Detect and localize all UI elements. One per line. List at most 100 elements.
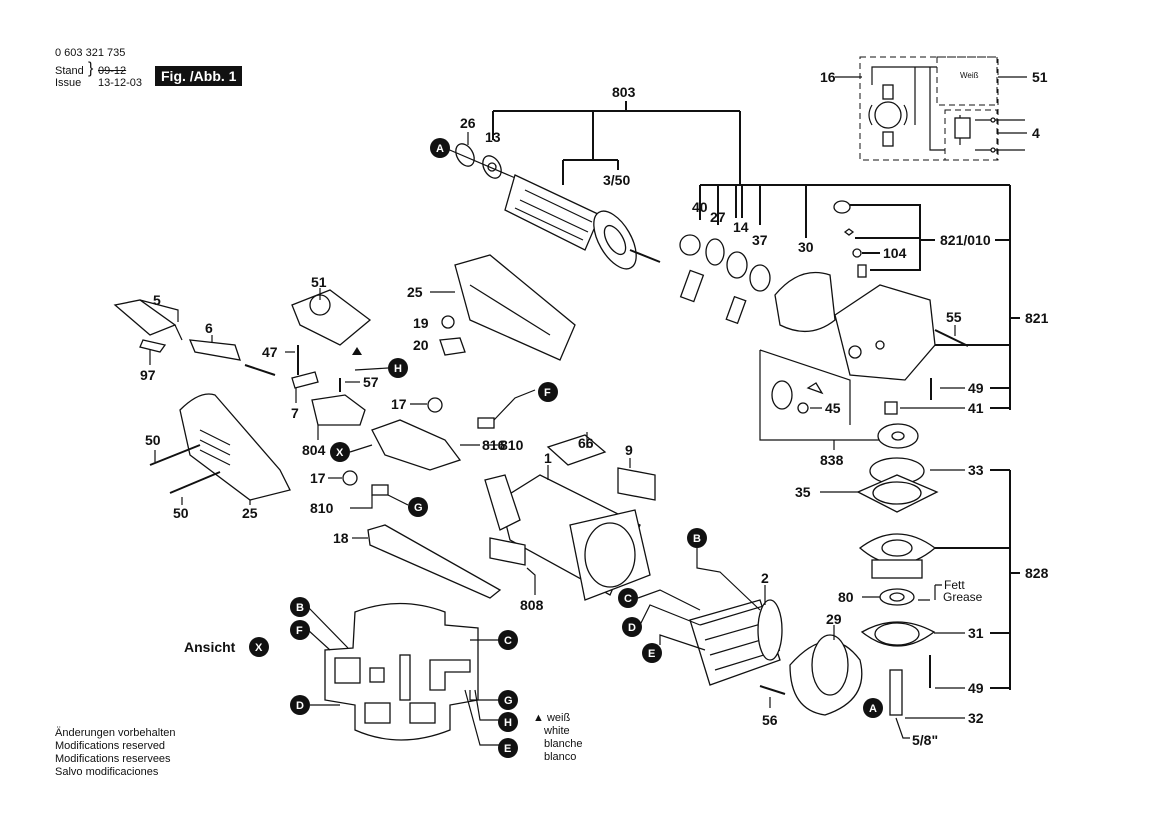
note-blanco: blanco — [544, 751, 577, 763]
svg-text:C: C — [624, 593, 632, 605]
brush-holder-816 — [371, 419, 462, 471]
label-51-switch: 51 — [311, 274, 327, 290]
label-804: 804 — [302, 442, 326, 458]
grease-en: Grease — [943, 590, 983, 604]
bearing-14 — [726, 251, 748, 279]
note-en: Modifications reserved — [55, 740, 166, 752]
housing-25-left — [179, 393, 291, 501]
bearing-41 — [884, 401, 898, 415]
wiring-switch-box — [936, 56, 998, 106]
label-30: 30 — [798, 239, 814, 255]
gear-housing-group: 40 27 14 37 30 104 821/010 821 55 — [679, 184, 1049, 468]
marker-b-field — [687, 528, 707, 548]
label-plate-66 — [546, 434, 607, 466]
brush-bottom — [882, 131, 894, 147]
grease-arrow — [918, 584, 942, 601]
view-label: Ansicht — [184, 639, 236, 655]
washer-104 — [852, 248, 862, 258]
brush-top — [882, 84, 894, 100]
power-cord-plug-5 — [113, 299, 177, 336]
svg-text:D: D — [628, 622, 636, 634]
label-57: 57 — [363, 374, 379, 390]
label-50-bottom: 50 — [173, 505, 189, 521]
brush-spring-17-bottom — [342, 470, 358, 486]
label-3-50: 3/50 — [603, 172, 630, 188]
issue-label: Issue — [55, 77, 82, 89]
label-47: 47 — [262, 344, 278, 360]
screw-50-top — [149, 444, 201, 466]
label-5: 5 — [153, 292, 161, 308]
marker-f-switch — [538, 382, 558, 402]
marker-f-view — [290, 620, 310, 640]
grease-de: Fett — [944, 578, 965, 592]
label-plate-9 — [617, 467, 656, 501]
pinion-838 — [771, 380, 793, 410]
field-coils — [868, 104, 908, 126]
label-828: 828 — [1025, 565, 1049, 581]
switch-rod-18 — [367, 524, 502, 599]
label-821: 821 — [1025, 310, 1049, 326]
view-x-group: Ansicht X B F C D G H E — [184, 597, 518, 758]
brace: } — [88, 60, 94, 77]
label-2: 2 — [761, 570, 769, 586]
svg-text:X: X — [255, 642, 263, 654]
cord-wire — [244, 364, 276, 376]
nut-26 — [455, 143, 475, 167]
clamp-20 — [439, 337, 466, 356]
modification-notes: Änderungen vorbehalten Modifications res… — [55, 727, 175, 779]
label-31: 31 — [968, 625, 984, 641]
brush-spring-17-top — [427, 397, 443, 413]
switch-rod-group: 18 — [333, 524, 502, 599]
label-56: 56 — [762, 712, 778, 728]
wiring-outline — [859, 56, 999, 161]
label-1: 1 — [544, 450, 552, 466]
marker-e-field — [642, 643, 662, 663]
svg-text:F: F — [296, 625, 303, 637]
label-19: 19 — [413, 315, 429, 331]
svg-text:X: X — [336, 447, 344, 459]
bearing-flange-30 — [774, 271, 836, 332]
cord-switch-group: 5 97 6 51 47 7 57 H 804 816 17 — [113, 274, 558, 517]
label-25-top: 25 — [407, 284, 423, 300]
label-9: 9 — [625, 442, 633, 458]
marker-e-view — [498, 738, 518, 758]
spindle-lock-pin — [857, 264, 867, 278]
label-66: 66 — [578, 435, 594, 451]
carbon-brush-810-bottom — [371, 484, 389, 496]
marker-b-view — [290, 597, 310, 617]
label-4: 4 — [1032, 125, 1040, 141]
marker-c-view — [498, 630, 518, 650]
label-35: 35 — [795, 484, 811, 500]
marker-a-top — [430, 138, 450, 158]
clip-97 — [139, 339, 167, 353]
marker-x-ansicht — [249, 637, 269, 657]
armature-shaft — [629, 249, 661, 263]
svg-text:H: H — [504, 717, 512, 729]
label-40: 40 — [692, 199, 708, 215]
label-49-bottom: 49 — [968, 680, 984, 696]
label-27: 27 — [710, 209, 726, 225]
label-33: 33 — [968, 462, 984, 478]
label-14: 14 — [733, 219, 749, 235]
svg-text:B: B — [693, 533, 701, 545]
speed-control-51 — [291, 289, 372, 346]
note-es: Salvo modificaciones — [55, 766, 159, 778]
circlip-40 — [679, 234, 701, 256]
label-80: 80 — [838, 589, 854, 605]
label-97: 97 — [140, 367, 156, 383]
svg-text:A: A — [436, 143, 444, 155]
label-821-010: 821/010 — [940, 232, 991, 248]
triangle-icon: ▲ — [533, 712, 544, 724]
marker-g-switch — [408, 497, 428, 517]
label-29: 29 — [826, 611, 842, 627]
sleeve-tool — [679, 269, 705, 303]
screw-50-bottom — [169, 471, 221, 494]
label-7: 7 — [291, 405, 299, 421]
stand-label: Stand — [55, 65, 84, 77]
figure-label: Fig. /Abb. 1 — [155, 66, 243, 86]
motor-symbol — [874, 101, 902, 129]
note-blanche: blanche — [544, 738, 583, 750]
issue-date: 13-12-03 — [98, 77, 143, 89]
cord-protector-6 — [188, 339, 241, 361]
